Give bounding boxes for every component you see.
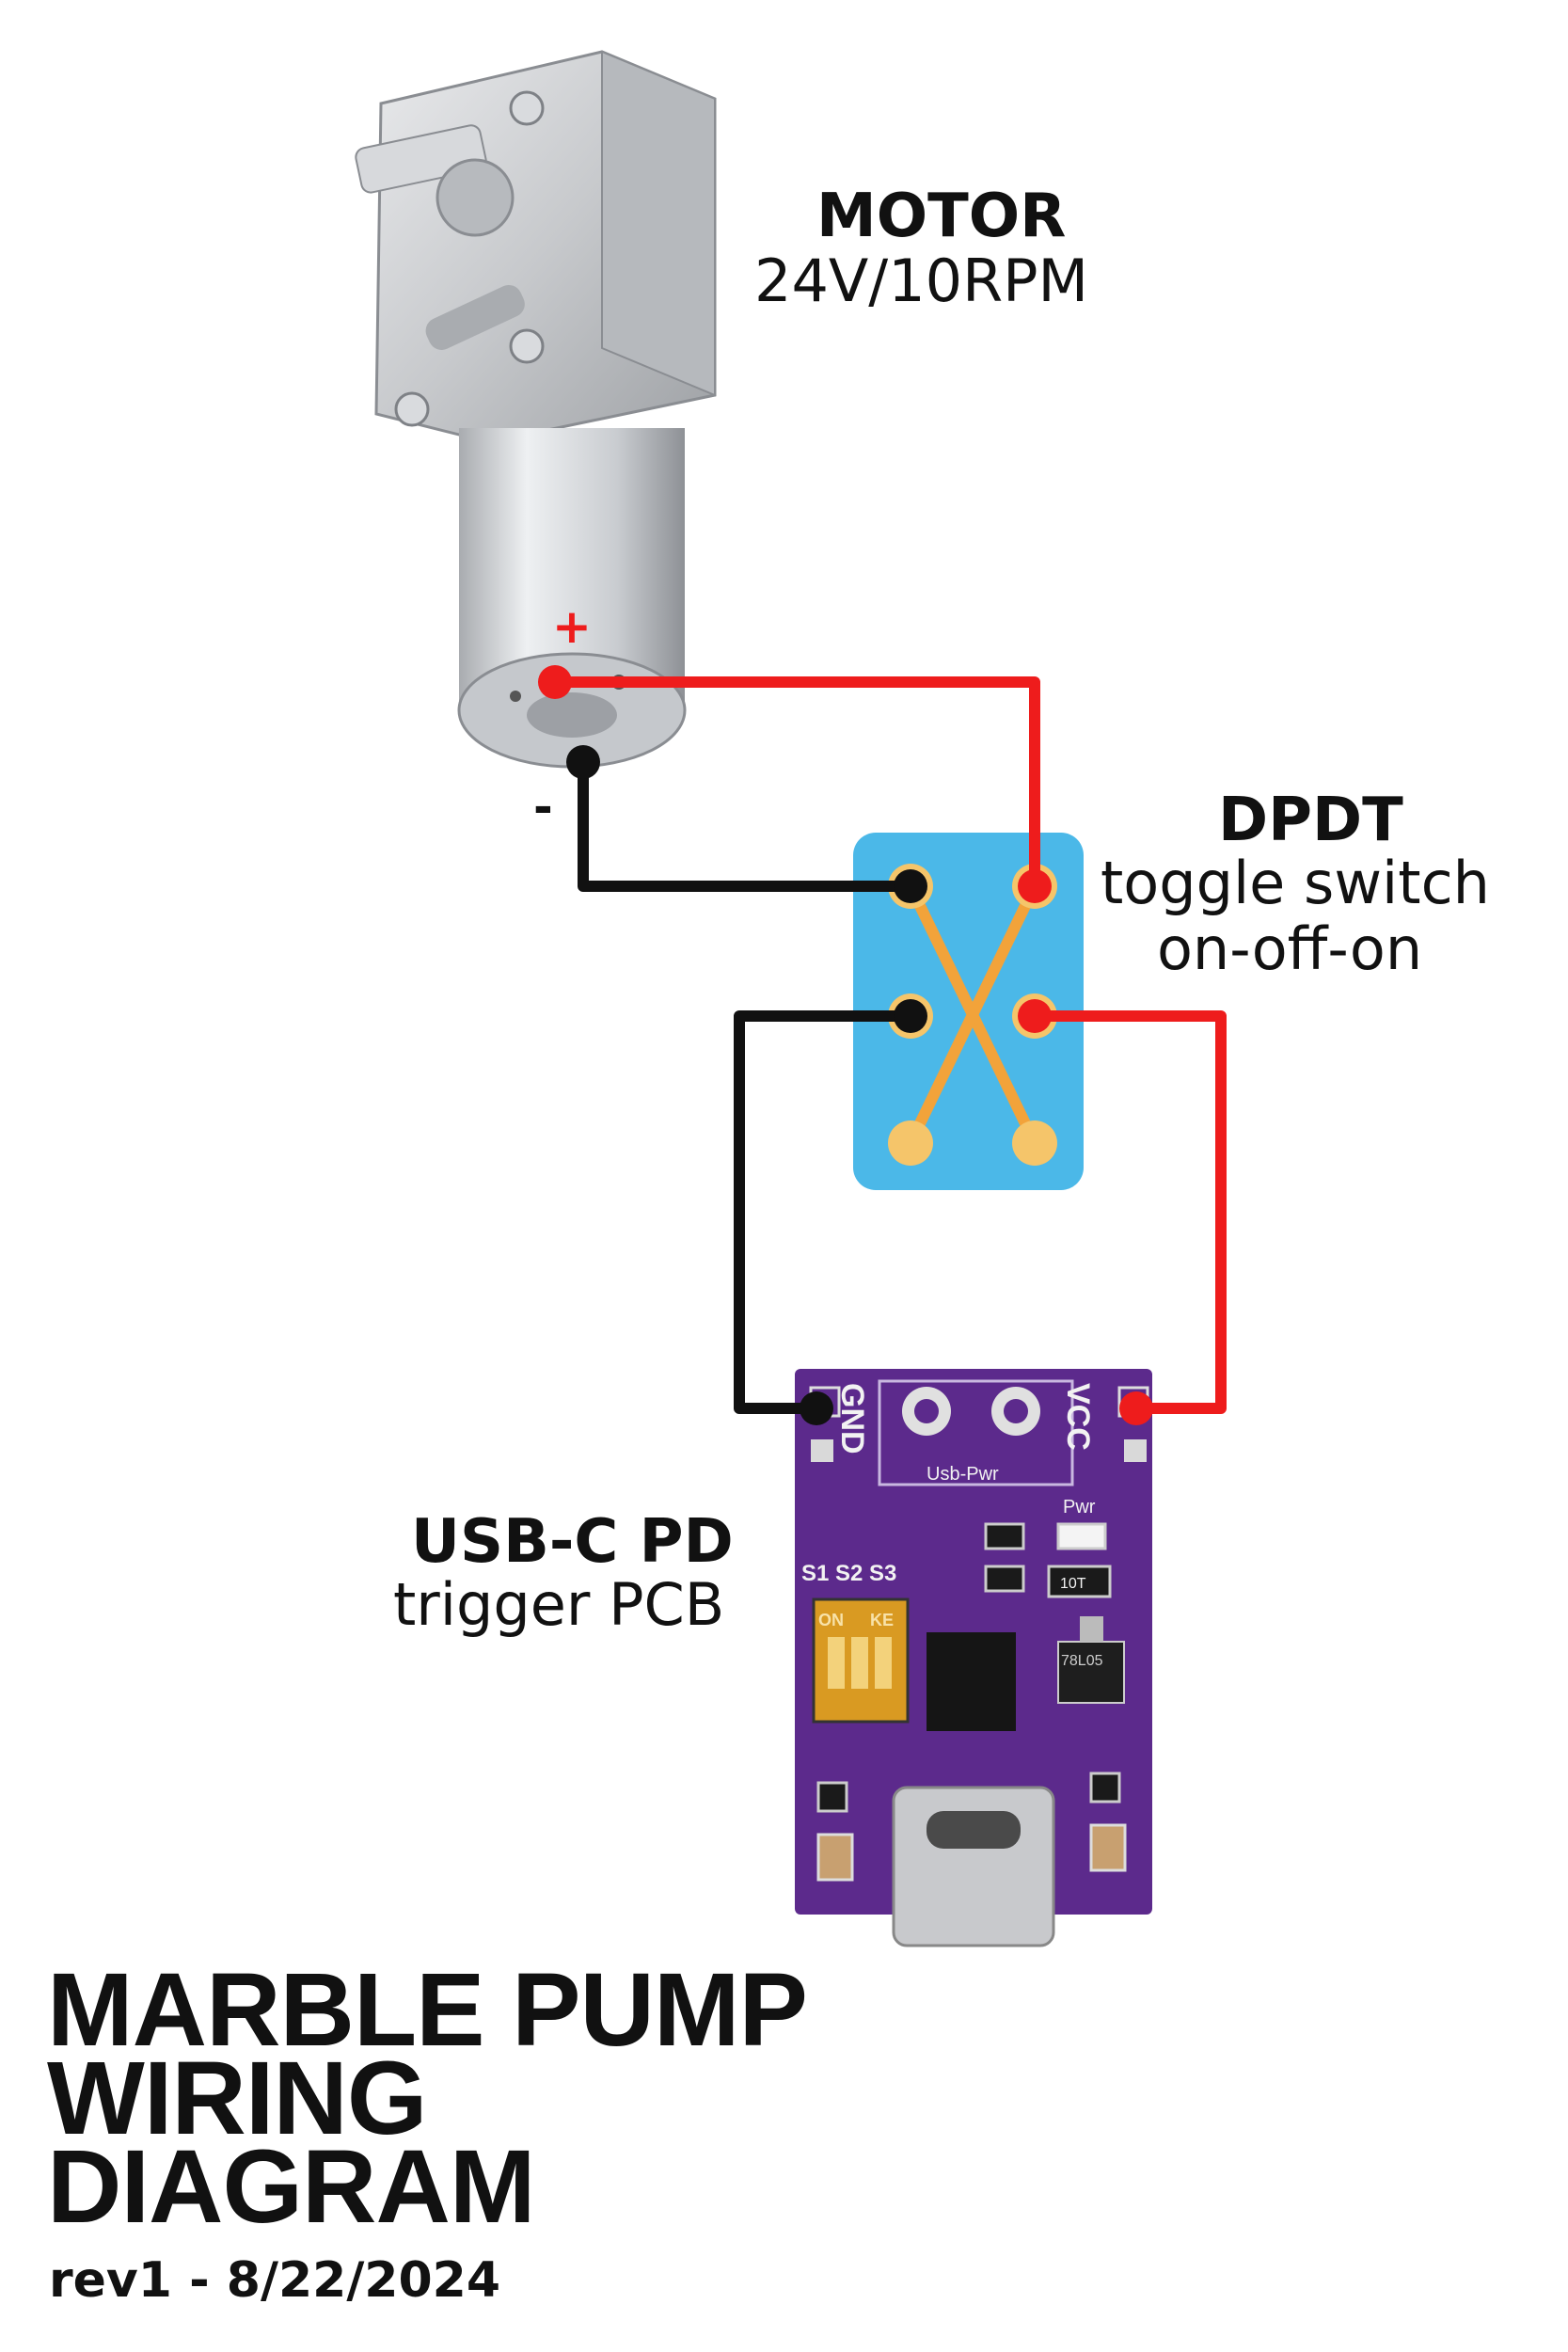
motor-image	[355, 50, 717, 769]
wire-endpoint	[894, 869, 927, 903]
motor-title: MOTOR	[816, 182, 1067, 251]
wire-endpoint	[566, 745, 600, 779]
dip-ke-label: KE	[870, 1611, 894, 1629]
diagram-title-line2: WIRING	[47, 2041, 427, 2156]
pcb-pad	[914, 1399, 939, 1423]
switch-terminal	[888, 1120, 933, 1166]
switch-line2: on-off-on	[1157, 914, 1423, 983]
pcb-pwr-label: Pwr	[1063, 1497, 1096, 1518]
switch-crossover-trace	[905, 881, 1040, 1149]
wire-endpoint	[1119, 1391, 1153, 1425]
wire-endpoint	[1018, 869, 1052, 903]
wire-endpoint	[800, 1391, 833, 1425]
ic-chip	[927, 1632, 1016, 1731]
wire-endpoint	[1018, 999, 1052, 1033]
regulator-label: 78L05	[1061, 1653, 1103, 1669]
pcb-s3-label: S3	[869, 1561, 896, 1586]
voltage-regulator	[1057, 1641, 1125, 1704]
revision-label: rev1 - 8/22/2024	[49, 2252, 501, 2309]
negative-wire	[734, 1010, 911, 1414]
diagram-title-line1: MARBLE PUMP	[47, 1952, 808, 2068]
pcb-vcc-label: VCC	[1060, 1383, 1096, 1451]
wiring	[538, 665, 1227, 1425]
wire-endpoint	[538, 665, 572, 699]
usb-pd-pcb	[795, 1369, 1152, 1947]
pcb-pad	[1004, 1399, 1028, 1423]
switch-terminal	[1012, 1120, 1057, 1166]
motor-minus-label: -	[533, 780, 553, 834]
wire-endpoint	[894, 999, 927, 1033]
dip-on-label: ON	[818, 1611, 844, 1629]
positive-wire	[1035, 1010, 1227, 1414]
pcb-s1-label: S1	[801, 1561, 829, 1586]
negative-wire	[578, 762, 911, 892]
switch-line1: toggle switch	[1101, 849, 1490, 917]
pcb-subtitle: trigger PCB	[393, 1570, 725, 1639]
motor-plus-label: +	[552, 599, 592, 654]
pcb-usb-pwr-label: Usb-Pwr	[927, 1464, 999, 1485]
switch-title: DPDT	[1218, 786, 1403, 855]
motor-spec: 24V/10RPM	[754, 246, 1089, 315]
pcb-gnd-label: GND	[834, 1383, 870, 1454]
diagram-title-line3: DIAGRAM	[47, 2129, 536, 2245]
pcb-title: USB-C PD	[411, 1507, 734, 1577]
pcb-s2-label: S2	[835, 1561, 863, 1586]
positive-wire	[555, 676, 1040, 886]
resistor-label: 10T	[1060, 1576, 1086, 1592]
